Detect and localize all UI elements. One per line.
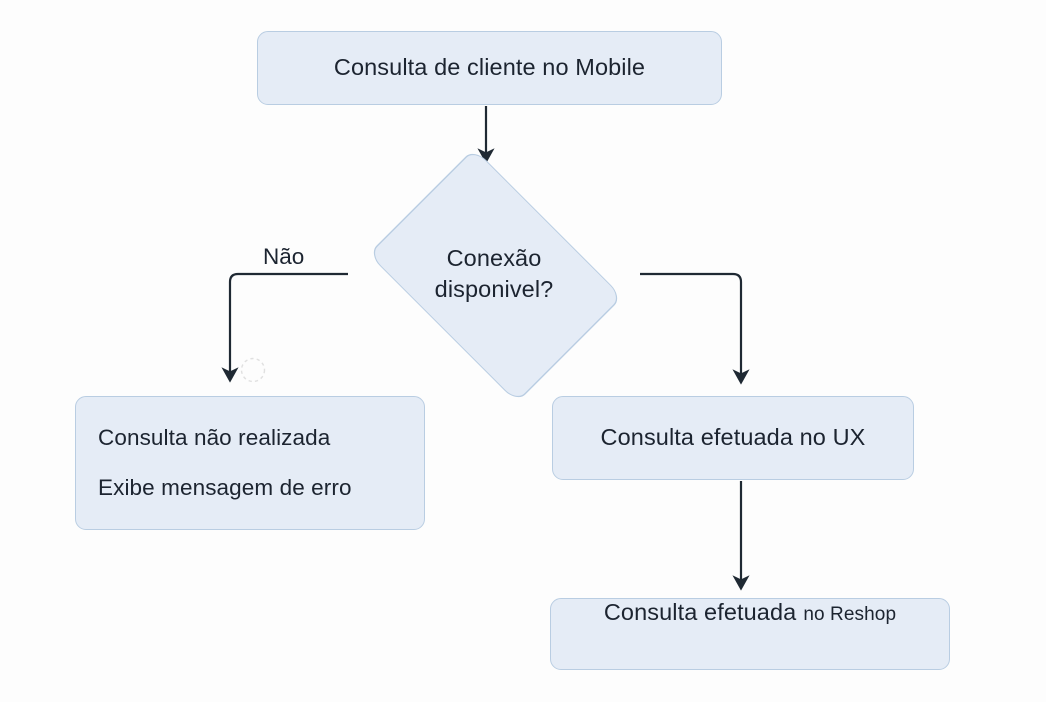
node-decision-connection-available[interactable]: Conexão disponivel? bbox=[348, 147, 640, 403]
selection-handle-artifact bbox=[240, 357, 266, 383]
node-decision-label-line1: Conexão bbox=[446, 245, 542, 272]
edge-decision-to-ux bbox=[640, 272, 750, 385]
node-error-label-line2: Exibe mensagem de erro bbox=[98, 475, 352, 500]
node-reshop-label-suffix: no Reshop bbox=[803, 604, 897, 625]
node-start[interactable]: Consulta de cliente no Mobile bbox=[257, 31, 722, 105]
node-error-label-line1: Consulta não realizada bbox=[98, 424, 331, 450]
node-start-label: Consulta de cliente no Mobile bbox=[333, 54, 646, 81]
node-consulta-efetuada-reshop[interactable]: Consulta efetuada no Reshop bbox=[550, 598, 950, 670]
node-reshop-label-main: Consulta efetuada bbox=[603, 599, 797, 625]
node-ux-label: Consulta efetuada no UX bbox=[600, 424, 866, 451]
node-decision-label: Conexão disponivel? bbox=[435, 243, 554, 304]
node-consulta-efetuada-ux[interactable]: Consulta efetuada no UX bbox=[552, 396, 914, 480]
edge-label-nao: Não bbox=[263, 244, 305, 269]
node-consulta-nao-realizada[interactable]: Consulta não realizada Exibe mensagem de… bbox=[75, 396, 425, 530]
node-decision-label-line2: disponivel? bbox=[434, 276, 554, 302]
edge-decision-to-error bbox=[221, 272, 348, 383]
